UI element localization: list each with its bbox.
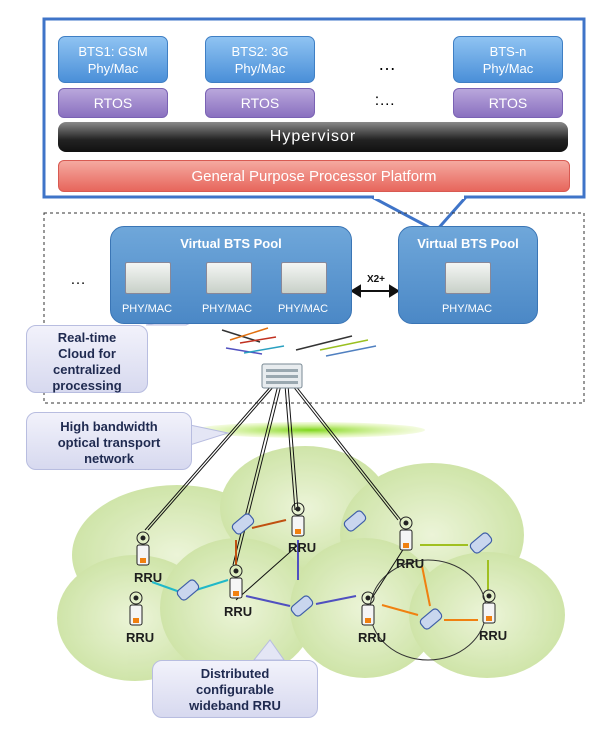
- phymac-label: PHY/MAC: [441, 303, 493, 315]
- server-icon: [445, 262, 491, 294]
- optical-glow: [195, 422, 425, 438]
- rru-label: RRU: [479, 628, 508, 643]
- rru-label: RRU: [134, 570, 163, 585]
- ue-phones: [176, 510, 493, 630]
- rru-label: RRU: [396, 556, 425, 571]
- bts2-box: BTS2: 3G Phy/Mac: [205, 36, 315, 83]
- rtos2-box: RTOS: [205, 88, 315, 118]
- bts1-box: BTS1: GSM Phy/Mac: [58, 36, 168, 83]
- hypervisor-label: Hypervisor: [269, 128, 357, 145]
- virtual-bts-pool-left: Virtual BTS Pool PHY/MAC PHY/MAC PHY/MAC: [110, 226, 352, 324]
- realtime-cloud-callout: Real-time Cloud for centralized processi…: [26, 325, 148, 393]
- x2-label: X2+: [366, 274, 386, 285]
- distributed-rru-callout: Distributed configurable wideband RRU: [152, 660, 318, 718]
- stack-ellipsis-top: …: [378, 54, 396, 74]
- virtual-bts-pool-right: Virtual BTS Pool PHY/MAC: [398, 226, 538, 324]
- bts2-label: BTS2: 3G Phy/Mac: [231, 43, 289, 76]
- rru-label: RRU: [288, 540, 317, 555]
- rru-label: RRU: [224, 604, 253, 619]
- btsn-label: BTS-n Phy/Mac: [482, 43, 534, 76]
- server-icon: [206, 262, 252, 294]
- optical-callout-text: High bandwidth optical transport network: [57, 419, 161, 466]
- x2-arrow: [350, 284, 400, 298]
- optical-network-callout: High bandwidth optical transport network: [26, 412, 192, 470]
- rru-label: RRU: [358, 630, 387, 645]
- rtosn-label: RTOS: [488, 95, 528, 111]
- cloud-region: [43, 212, 585, 404]
- server-icon: [281, 262, 327, 294]
- stack-ellipsis-mid: :…: [374, 92, 396, 109]
- gpp-bar: General Purpose Processor Platform: [58, 160, 570, 192]
- hub-switch-icon: [261, 363, 303, 389]
- hub-wireless-links: [221, 327, 377, 357]
- phymac-label: PHY/MAC: [201, 303, 253, 315]
- rru-label: RRU: [126, 630, 155, 645]
- rtosn-box: RTOS: [453, 88, 563, 118]
- pool-left-title: Virtual BTS Pool: [180, 236, 282, 251]
- gpp-label: General Purpose Processor Platform: [191, 167, 437, 185]
- hypervisor-bar: Hypervisor: [58, 122, 568, 152]
- rtos1-box: RTOS: [58, 88, 168, 118]
- fiber-links: [144, 384, 407, 601]
- rru-callout-text: Distributed configurable wideband RRU: [189, 666, 281, 713]
- pool-right-title: Virtual BTS Pool: [417, 236, 519, 251]
- btsn-box: BTS-n Phy/Mac: [453, 36, 563, 83]
- bts1-label: BTS1: GSM Phy/Mac: [78, 43, 148, 76]
- rru-antennas: [129, 502, 496, 626]
- phymac-label: PHY/MAC: [121, 303, 173, 315]
- server-icon: [125, 262, 171, 294]
- cloud-ellipsis: …: [70, 271, 86, 288]
- phymac-label: PHY/MAC: [277, 303, 329, 315]
- ue-links: [151, 519, 489, 621]
- rtos2-label: RTOS: [240, 95, 280, 111]
- rtos1-label: RTOS: [93, 95, 133, 111]
- realtime-callout-text: Real-time Cloud for centralized processi…: [52, 330, 122, 393]
